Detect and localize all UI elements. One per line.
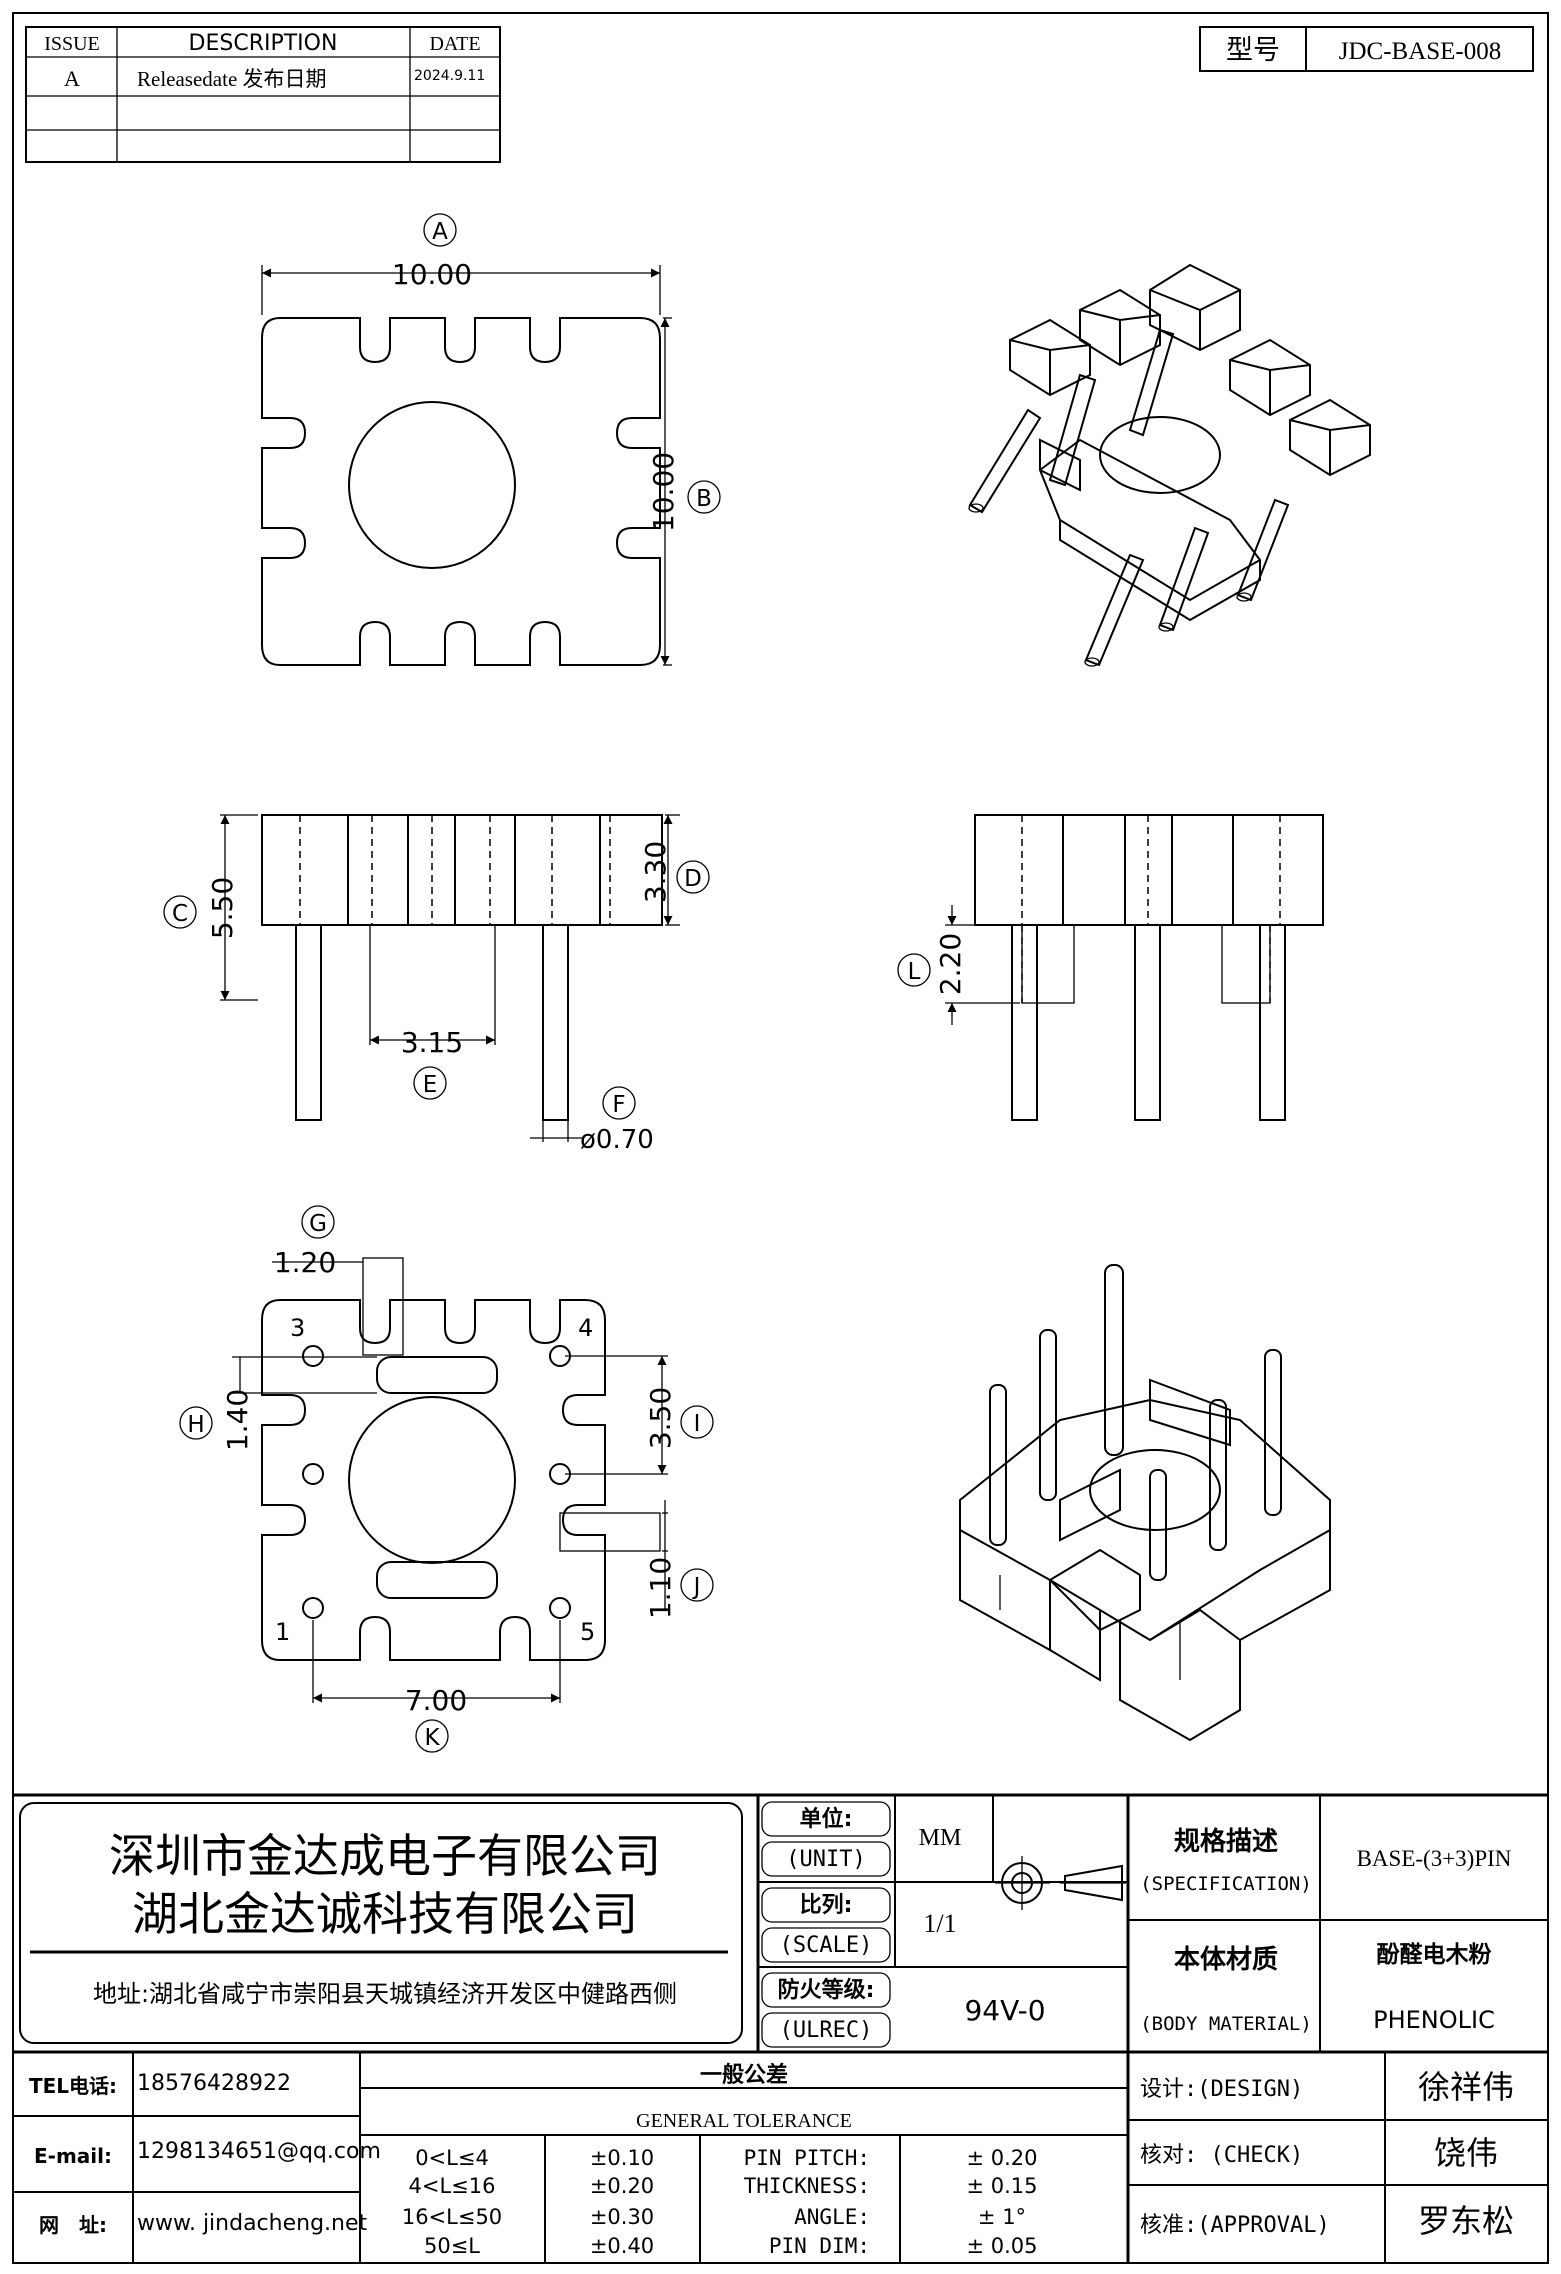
tolerance-item-value-0: ± 0.20 bbox=[966, 2146, 1037, 2170]
dim-f-tag: F bbox=[612, 1092, 625, 1118]
dim-c-value: 5.50 bbox=[206, 877, 239, 939]
tolerance-value-0: ±0.10 bbox=[590, 2146, 654, 2170]
unit-label-cn: 单位: bbox=[800, 1806, 853, 1832]
tolerance-range-0: 0<L≤4 bbox=[415, 2146, 489, 2170]
dim-k-tag: K bbox=[424, 1725, 440, 1751]
dim-c-tag: C bbox=[172, 901, 188, 927]
scale-label-cn: 比列: bbox=[800, 1893, 853, 1918]
top-view: 10.00 A 10.00 B bbox=[261, 213, 721, 666]
model-number: JDC-BASE-008 bbox=[1339, 38, 1502, 65]
ulrec-label-cn: 防火等级: bbox=[778, 1977, 875, 2003]
tolerance-title-cn: 一般公差 bbox=[700, 2062, 788, 2088]
tolerance-value-2: ±0.30 bbox=[590, 2205, 654, 2229]
bottom-view: 3 4 1 5 1.20 G 1.40 H 3.50 I 1.10 J 7.00 bbox=[179, 1205, 714, 1753]
spec-label-cn: 规格描述 bbox=[1174, 1826, 1278, 1857]
dim-h-tag: H bbox=[187, 1412, 204, 1438]
pin-label-3: 3 bbox=[290, 1314, 305, 1342]
date-cell: 2024.9.11 bbox=[414, 68, 485, 84]
dim-i-tag: I bbox=[694, 1411, 701, 1437]
spec-value: BASE-(3+3)PIN bbox=[1357, 1846, 1512, 1871]
web-value: www. jindacheng.net bbox=[137, 2211, 368, 2236]
web-label: 网 址: bbox=[39, 2213, 107, 2237]
iso-view-top bbox=[968, 263, 1371, 667]
company-name-2: 湖北金达诚科技有限公司 bbox=[132, 1887, 638, 1941]
tel-label: TEL电话: bbox=[29, 2074, 117, 2098]
material-label-cn: 本体材质 bbox=[1174, 1945, 1278, 1975]
sheet-border bbox=[12, 12, 1549, 2264]
projection-symbol bbox=[995, 1856, 1126, 1910]
title-block bbox=[13, 1793, 1548, 2263]
revision-table: ISSUE DESCRIPTION DATE A Releasedate 发布日… bbox=[25, 26, 501, 163]
dim-l-tag: L bbox=[908, 959, 921, 985]
pin-label-4: 4 bbox=[578, 1314, 593, 1342]
ulrec-label-en: (ULREC) bbox=[780, 2018, 873, 2043]
scale-label-en: (SCALE) bbox=[780, 1933, 873, 1958]
issue-header: ISSUE bbox=[44, 33, 100, 55]
check-name: 饶伟 bbox=[1434, 2134, 1498, 2172]
company-address: 地址:湖北省咸宁市崇阳县天城镇经济开发区中健路西侧 bbox=[93, 1980, 677, 2008]
tolerance-item-3: PIN DIM: bbox=[769, 2234, 870, 2258]
dim-e-value: 3.15 bbox=[401, 1026, 463, 1059]
tolerance-title-en: GENERAL TOLERANCE bbox=[636, 2110, 852, 2132]
pin-label-5: 5 bbox=[580, 1618, 595, 1646]
scale-value: 1/1 bbox=[923, 1909, 956, 1938]
tolerance-item-value-3: ± 0.05 bbox=[966, 2234, 1037, 2258]
dim-d-value: 3.30 bbox=[639, 841, 672, 903]
dim-i-value: 3.50 bbox=[644, 1387, 677, 1449]
email-value: 1298134651@qq.com bbox=[137, 2139, 381, 2164]
tolerance-item-0: PIN PITCH: bbox=[744, 2146, 870, 2170]
dim-k-value: 7.00 bbox=[405, 1684, 467, 1717]
tolerance-range-2: 16<L≤50 bbox=[402, 2205, 502, 2229]
check-label: 核对: (CHECK) bbox=[1140, 2143, 1303, 2168]
side-view: 2.20 L bbox=[897, 814, 1324, 1121]
tolerance-item-value-2: ± 1° bbox=[978, 2205, 1026, 2229]
design-name: 徐祥伟 bbox=[1418, 2068, 1514, 2106]
pin-label-1: 1 bbox=[275, 1618, 290, 1646]
dim-e-tag: E bbox=[423, 1072, 438, 1098]
tel-value: 18576428922 bbox=[137, 2071, 291, 2096]
design-label: 设计:(DESIGN) bbox=[1140, 2077, 1303, 2102]
tolerance-item-1: THICKNESS: bbox=[744, 2174, 870, 2198]
tolerance-item-value-1: ± 0.15 bbox=[966, 2174, 1037, 2198]
tolerance-item-2: ANGLE: bbox=[794, 2205, 870, 2229]
unit-label-en: (UNIT) bbox=[786, 1847, 865, 1872]
dim-b-value: 10.00 bbox=[647, 452, 680, 532]
tolerance-value-1: ±0.20 bbox=[590, 2174, 654, 2198]
dim-f-value: ø0.70 bbox=[580, 1125, 654, 1155]
email-label: E-mail: bbox=[34, 2144, 112, 2168]
material-value-cn: 酚醛电木粉 bbox=[1377, 1942, 1492, 1968]
tolerance-range-1: 4<L≤16 bbox=[409, 2174, 496, 2198]
dim-g-tag: G bbox=[309, 1211, 327, 1237]
dim-a-value: 10.00 bbox=[392, 258, 472, 291]
dim-h-value: 1.40 bbox=[221, 1389, 254, 1451]
company-name-1: 深圳市金达成电子有限公司 bbox=[109, 1829, 661, 1883]
issue-cell: A bbox=[64, 66, 80, 91]
date-header: DATE bbox=[429, 33, 480, 55]
front-view: 5.50 C 3.30 D 3.15 E ø0.70 F bbox=[163, 814, 710, 1155]
tolerance-value-3: ±0.40 bbox=[590, 2234, 654, 2258]
dim-a-tag: A bbox=[432, 219, 448, 245]
material-label-en: (BODY MATERIAL) bbox=[1140, 2013, 1312, 2035]
dim-g-value: 1.20 bbox=[274, 1246, 336, 1279]
dim-d-tag: D bbox=[684, 866, 702, 892]
dim-b-tag: B bbox=[696, 486, 712, 512]
ulrec-value: 94V-0 bbox=[964, 1994, 1045, 2027]
tolerance-range-3: 50≤L bbox=[424, 2234, 480, 2258]
dim-j-value: 1.10 bbox=[644, 1557, 677, 1619]
description-cell: Releasedate 发布日期 bbox=[137, 67, 327, 91]
iso-view-bottom bbox=[959, 1264, 1331, 1742]
model-label: 型号 bbox=[1226, 35, 1280, 66]
material-value-en: PHENOLIC bbox=[1373, 2006, 1495, 2034]
unit-value: MM bbox=[919, 1825, 962, 1851]
approval-label: 核准:(APPROVAL) bbox=[1140, 2213, 1330, 2238]
model-box: 型号 JDC-BASE-008 bbox=[1199, 26, 1534, 72]
dim-j-tag: J bbox=[692, 1574, 701, 1600]
approval-name: 罗东松 bbox=[1418, 2202, 1514, 2240]
description-header: DESCRIPTION bbox=[189, 31, 338, 56]
spec-label-en: (SPECIFICATION) bbox=[1140, 1873, 1312, 1895]
dim-l-value: 2.20 bbox=[934, 933, 967, 995]
